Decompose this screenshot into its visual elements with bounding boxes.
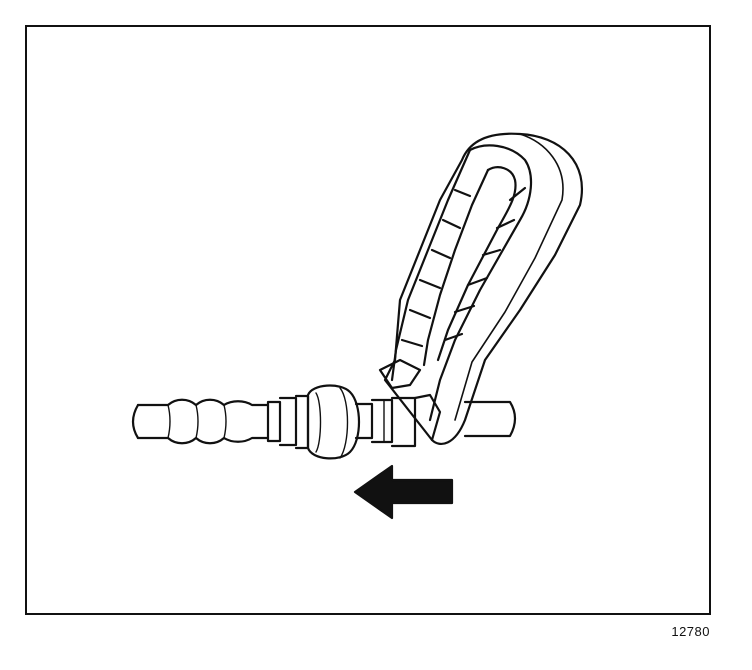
figure-number: 12780 [671,624,710,639]
fuel-pipe-left [131,398,270,445]
figure-frame [25,25,711,615]
quick-connect-fitting [266,384,417,460]
fuel-pipe-right [463,400,517,438]
left-arrow-icon [353,464,454,520]
release-tool [378,132,583,445]
